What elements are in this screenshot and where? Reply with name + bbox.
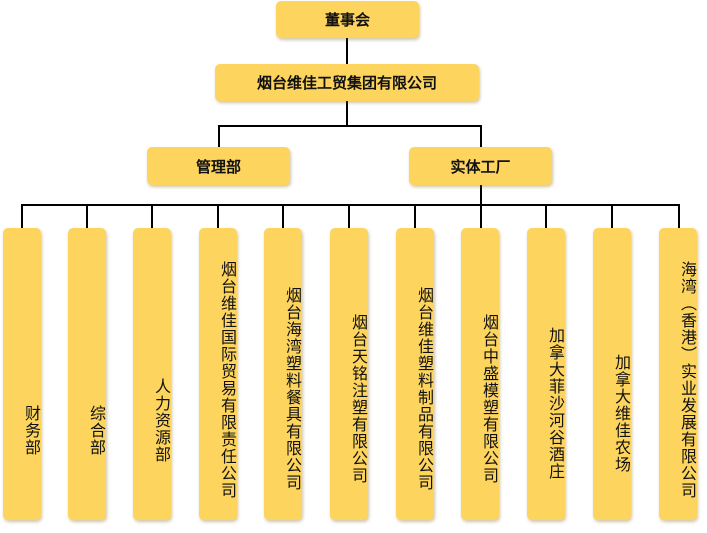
unit-weijia-trade: 烟台维佳国际贸易有限责任公司 — [199, 228, 237, 520]
division-management-node: 管理部 — [147, 147, 290, 185]
connector-unit-11 — [678, 204, 680, 228]
connector-unit-6 — [348, 204, 350, 228]
unit-tianming-molding: 烟台天铭注塑有限公司 — [330, 228, 368, 520]
unit-weijia-farm: 加拿大维佳农场 — [593, 228, 631, 520]
unit-weijia-plastic: 烟台维佳塑料制品有限公司 — [396, 228, 434, 520]
division-factory-node: 实体工厂 — [409, 147, 552, 185]
connector-board-company — [346, 38, 348, 64]
connector-unit-5 — [282, 204, 284, 228]
unit-zhongsheng-molding: 烟台中盛模塑有限公司 — [461, 228, 499, 520]
connector-company-stem — [346, 101, 348, 126]
connector-unit-2 — [86, 204, 88, 228]
connector-unit-9 — [545, 204, 547, 228]
unit-human-resources: 人力资源部 — [133, 228, 171, 520]
connector-to-division-factory — [480, 125, 482, 147]
connector-to-division-management — [218, 125, 220, 147]
connector-unit-7 — [414, 204, 416, 228]
board-node: 董事会 — [276, 1, 419, 38]
connector-unit-10 — [611, 204, 613, 228]
connector-unit-3 — [151, 204, 153, 228]
connector-divisions-bar — [218, 125, 482, 127]
connector-units-bar — [21, 204, 680, 206]
unit-haiwan-tableware: 烟台海湾塑料餐具有限公司 — [264, 228, 302, 520]
unit-haiwan-hk: 海湾（香港）实业发展有限公司 — [659, 228, 697, 520]
connector-unit-8 — [480, 204, 482, 228]
connector-unit-4 — [217, 204, 219, 228]
unit-finance: 财务部 — [3, 228, 41, 520]
connector-factory-stem — [480, 185, 482, 205]
company-node: 烟台维佳工贸集团有限公司 — [215, 64, 479, 101]
connector-unit-1 — [21, 204, 23, 228]
unit-general-affairs: 综合部 — [68, 228, 106, 520]
unit-fraser-valley-winery: 加拿大菲沙河谷酒庄 — [527, 228, 565, 520]
